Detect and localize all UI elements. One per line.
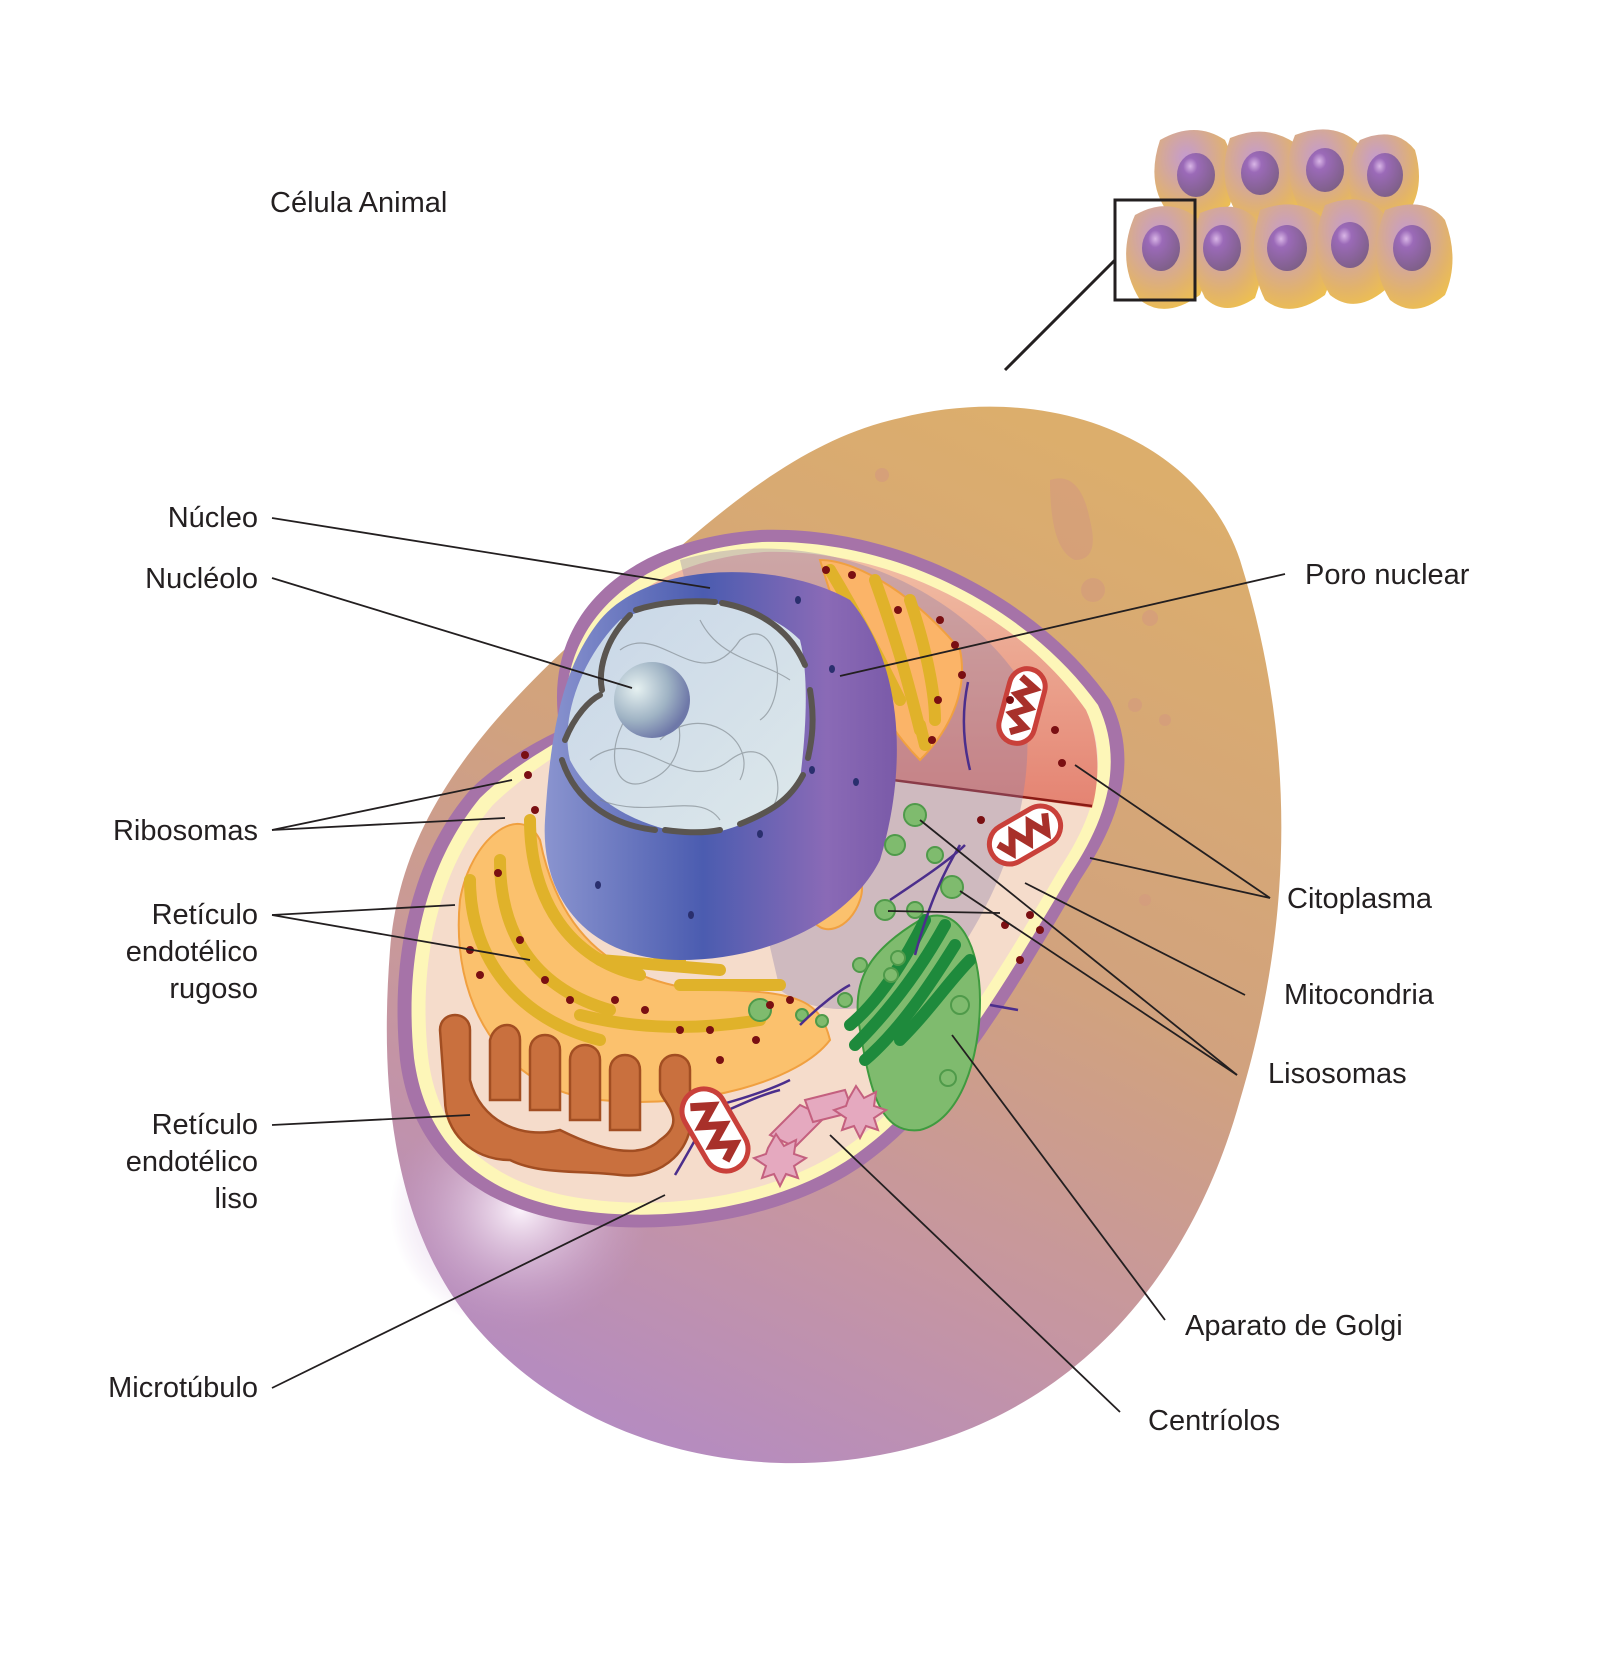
lysosomes (748, 803, 970, 1087)
label-nucleolo: Nucléolo (145, 563, 258, 595)
nucleus (544, 572, 897, 960)
label-mitocondria: Mitocondria (1284, 979, 1435, 1011)
label-lisosomas: Lisosomas (1268, 1058, 1407, 1090)
label-ser-line1: Retículo (152, 1109, 258, 1141)
label-microtubulo: Microtúbulo (108, 1372, 258, 1404)
label-ribosomas: Ribosomas (113, 815, 258, 847)
rough-er (457, 558, 963, 1103)
label-rer-line3: rugoso (169, 973, 258, 1005)
zoom-connector (1003, 258, 1117, 372)
label-citoplasma: Citoplasma (1287, 883, 1433, 915)
label-poro-nuclear: Poro nuclear (1305, 559, 1470, 591)
label-centriolos: Centríolos (1148, 1405, 1280, 1437)
mini-cell (1288, 129, 1364, 220)
surface-vesicles (875, 468, 1171, 906)
label-nucleo: Núcleo (168, 502, 258, 534)
label-ser-line3: liso (214, 1183, 258, 1215)
mini-cell (1253, 204, 1333, 309)
leader-lines (271, 517, 1286, 1413)
label-rer-line1: Retículo (152, 899, 258, 931)
nucleolus (614, 662, 690, 738)
mini-cell (1376, 204, 1453, 309)
label-ser-line2: endotélico (126, 1146, 258, 1178)
nuclear-pores (595, 596, 859, 919)
centrioles (751, 1084, 889, 1189)
label-rer-line2: endotélico (126, 936, 258, 968)
mini-cell (1348, 134, 1419, 220)
nuclear-envelope (559, 598, 816, 836)
diagram-title: Célula Animal (270, 187, 447, 219)
ribosomes (466, 566, 1066, 1064)
zoom-box (1113, 198, 1197, 302)
smooth-er (438, 1013, 693, 1177)
mitochondria (679, 666, 1064, 1174)
tissue-thumbnail (1003, 129, 1453, 372)
mini-cell (1224, 131, 1303, 227)
mini-cell (1193, 206, 1263, 308)
mini-cell (1316, 199, 1393, 304)
nucleus-interior (567, 602, 806, 835)
mini-cell (1126, 206, 1208, 309)
label-golgi: Aparato de Golgi (1185, 1310, 1403, 1342)
